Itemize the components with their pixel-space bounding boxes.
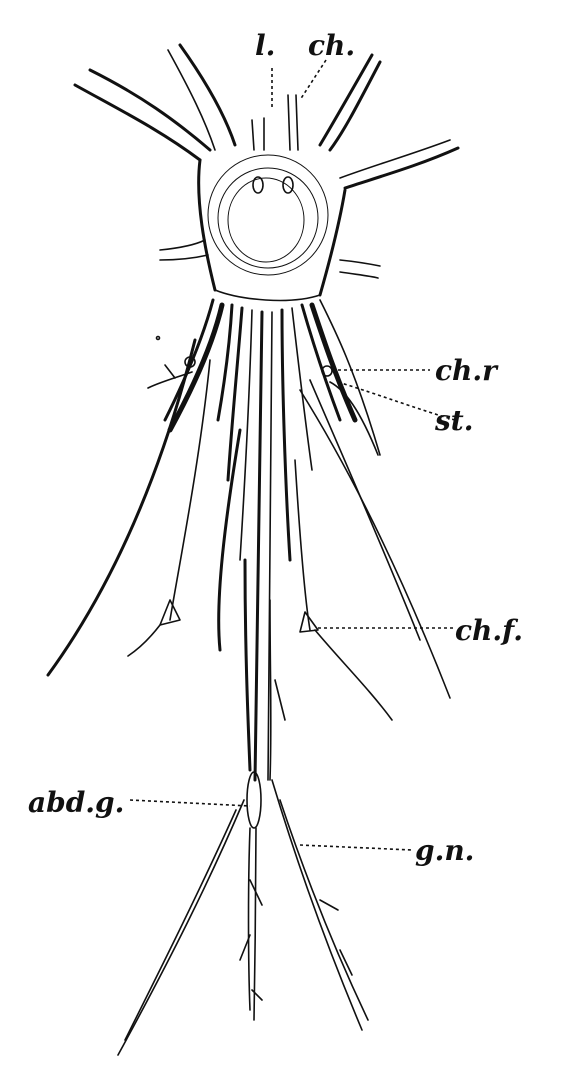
top-stalks: [251, 94, 299, 151]
abdominal-cord: [117, 558, 369, 1056]
nerve-cord-bundle: [163, 298, 381, 782]
label-leaders: [129, 59, 456, 851]
label-st: st.: [434, 404, 473, 437]
label-gn: g.n.: [415, 834, 474, 867]
lateral-nerves: [46, 338, 451, 721]
label-l: l.: [255, 29, 275, 62]
label-ch: ch.: [308, 29, 355, 62]
label-abdg: abd.g.: [28, 786, 124, 819]
label-chf: ch.f.: [455, 614, 523, 647]
figure-labels: l. ch. ch.r st. ch.f. abd.g. g.n.: [28, 29, 523, 867]
ganglion-mass: [73, 43, 460, 302]
chordotonal-branches: [147, 335, 379, 456]
label-chr: ch.r: [435, 354, 499, 387]
